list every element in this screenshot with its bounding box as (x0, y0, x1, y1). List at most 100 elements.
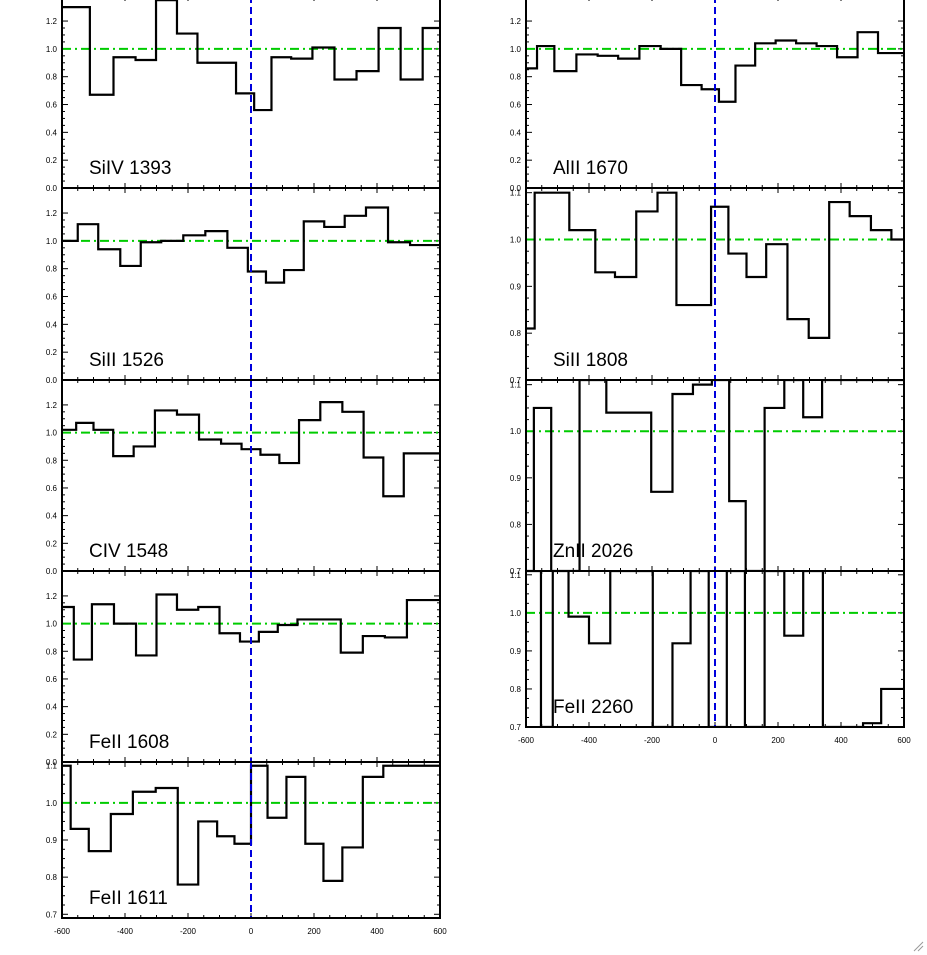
y-tick-label: 0.9 (510, 474, 522, 483)
y-tick-label: 0.8 (46, 647, 58, 656)
ion-label: FeII 1611 (89, 888, 168, 909)
spectrum-line (62, 764, 440, 886)
ion-label: SiII 1526 (89, 350, 164, 371)
y-tick-label: 0.0 (46, 567, 58, 576)
panel-frame (525, 570, 905, 728)
y-tick-label: 0.8 (46, 73, 58, 82)
y-tick-label: 0.2 (46, 156, 58, 165)
y-tick-label: 1.2 (46, 401, 58, 410)
y-tick-label: 0.7 (46, 910, 58, 919)
ion-label: SiII 1808 (553, 350, 628, 371)
y-tick-label: 1.2 (510, 17, 522, 26)
y-tick-label: 0.9 (46, 836, 58, 845)
y-tick-label: 0.8 (46, 456, 58, 465)
spectrum-line (526, 31, 904, 103)
ion-label: SiIV 1393 (89, 158, 171, 179)
y-tick-label: 1.2 (46, 592, 58, 601)
y-tick-label: 1.1 (510, 381, 522, 390)
x-tick-label: -600 (54, 927, 71, 936)
y-tick-label: 0.0 (46, 184, 58, 193)
x-tick-label: 0 (249, 927, 254, 936)
x-tick-label: -600 (518, 736, 535, 745)
x-tick-label: 600 (897, 736, 911, 745)
spectrum-line (526, 380, 904, 571)
y-tick-label: 0.8 (510, 685, 522, 694)
y-tick-label: 0.8 (510, 329, 522, 338)
y-tick-label: 1.0 (510, 427, 522, 436)
y-tick-label: 0.9 (510, 647, 522, 656)
y-tick-label: 0.7 (510, 567, 522, 576)
ion-label: FeII 1608 (89, 732, 169, 753)
y-tick-label: 0.6 (46, 293, 58, 302)
y-tick-label: 0.2 (46, 348, 58, 357)
y-tick-label: 0.9 (510, 282, 522, 291)
x-tick-label: 200 (771, 736, 785, 745)
y-tick-label: 0.6 (46, 484, 58, 493)
x-tick-label: 600 (433, 927, 447, 936)
y-tick-label: 1.2 (46, 209, 58, 218)
y-tick-label: 1.0 (510, 45, 522, 54)
spectrum-line (62, 0, 440, 112)
ion-label: FeII 2260 (553, 697, 633, 718)
y-tick-label: 0.8 (510, 520, 522, 529)
x-tick-label: 200 (307, 927, 321, 936)
y-tick-label: 0.8 (46, 265, 58, 274)
y-tick-label: 0.4 (46, 320, 58, 329)
y-tick-label: 1.0 (46, 429, 58, 438)
x-tick-label: -200 (644, 736, 661, 745)
y-tick-label: 1.1 (46, 762, 58, 771)
y-tick-label: 0.8 (510, 73, 522, 82)
spectrum-line (62, 593, 440, 661)
panel-frame (61, 761, 441, 919)
x-tick-label: 400 (834, 736, 848, 745)
y-tick-label: 0.4 (46, 703, 58, 712)
spectrum-line (526, 571, 904, 727)
ion-label: ZnII 2026 (553, 541, 633, 562)
y-tick-label: 0.4 (46, 128, 58, 137)
x-tick-label: -400 (117, 927, 134, 936)
y-tick-label: 1.2 (46, 17, 58, 26)
y-tick-label: 1.0 (510, 609, 522, 618)
y-tick-label: 0.0 (46, 758, 58, 767)
y-tick-label: 0.4 (510, 128, 522, 137)
x-tick-label: -200 (180, 927, 197, 936)
spectrum-line (526, 191, 904, 339)
x-tick-label: 400 (370, 927, 384, 936)
y-tick-label: 1.0 (46, 799, 58, 808)
y-tick-label: 0.0 (46, 376, 58, 385)
y-tick-label: 0.4 (46, 512, 58, 521)
spectrum-line (62, 401, 440, 498)
y-tick-label: 1.0 (510, 236, 522, 245)
ion-label: AlII 1670 (553, 158, 628, 179)
y-tick-label: 0.6 (46, 675, 58, 684)
y-tick-label: 1.1 (510, 189, 522, 198)
y-tick-label: 0.6 (510, 101, 522, 110)
y-tick-label: 0.6 (46, 101, 58, 110)
y-tick-label: 1.0 (46, 620, 58, 629)
x-tick-label: -400 (581, 736, 598, 745)
resize-grip-icon[interactable] (912, 940, 924, 952)
y-tick-label: 0.7 (510, 376, 522, 385)
y-tick-label: 0.8 (46, 873, 58, 882)
y-tick-label: 0.2 (46, 539, 58, 548)
y-tick-label: 0.2 (510, 156, 522, 165)
y-tick-label: 0.7 (510, 723, 522, 732)
y-tick-label: 1.0 (46, 45, 58, 54)
y-tick-label: 0.2 (46, 730, 58, 739)
y-tick-label: 0.0 (510, 184, 522, 193)
y-tick-label: 1.0 (46, 237, 58, 246)
y-tick-label: 1.1 (510, 571, 522, 580)
ion-label: CIV 1548 (89, 541, 168, 562)
x-tick-label: 0 (713, 736, 718, 745)
spectrum-line (62, 206, 440, 284)
